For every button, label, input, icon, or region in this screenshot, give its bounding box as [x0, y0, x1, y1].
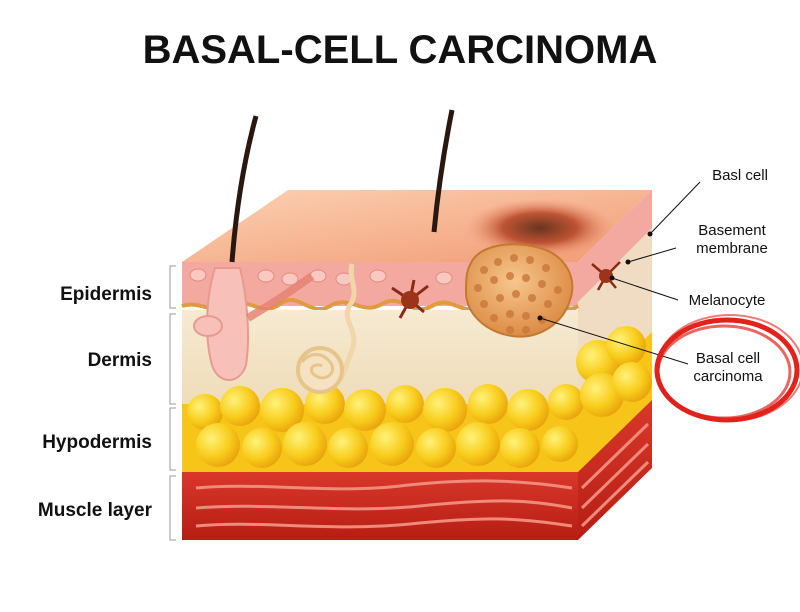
sweat-gland-coil: [296, 346, 344, 394]
label-epidermis: Epidermis: [60, 284, 152, 305]
melanocyte-cell-right: [591, 261, 621, 291]
callout-basal-cell: Basl cell: [700, 167, 780, 185]
callout-melanocyte-text: Melanocyte: [688, 292, 766, 309]
diagram-title: BASAL-CELL CARCINOMA: [142, 28, 658, 72]
highlight-circle: [654, 314, 800, 423]
label-dermis: Dermis: [87, 350, 152, 371]
leader-basal-cell: [649, 181, 701, 235]
layer-brackets: [169, 265, 176, 541]
callout-bcc-line2: carcinoma: [693, 368, 763, 385]
callout-dots: [537, 231, 653, 321]
arrector-pili-muscle: [245, 272, 315, 322]
right-face-epidermis: [578, 190, 652, 302]
leader-melanocyte: [611, 277, 679, 301]
callout-basal-cell-carcinoma: Basal cell carcinoma: [682, 350, 774, 386]
callout-basement-membrane-line1: Basement: [698, 222, 766, 239]
label-hypodermis: Hypodermis: [42, 432, 152, 453]
right-face-muscle-fibers: [580, 422, 650, 528]
leader-basement-membrane: [627, 247, 677, 263]
fat-globules: [187, 326, 652, 468]
sebaceous-gland: [193, 315, 223, 337]
muscle-fibers: [195, 479, 573, 529]
callout-basement-membrane: Basement membrane: [684, 222, 780, 258]
melanocyte-cell: [391, 279, 429, 319]
lesion-discoloration: [465, 198, 615, 258]
label-muscle-layer: Muscle layer: [37, 500, 152, 521]
callout-basal-cell-text: Basl cell: [712, 167, 768, 184]
callout-bcc-line1: Basal cell: [695, 350, 761, 367]
right-face-muscle: [578, 400, 652, 540]
hair-right: [431, 109, 455, 233]
callout-melanocyte: Melanocyte: [678, 292, 776, 310]
sweat-gland-duct: [337, 263, 357, 382]
hair-left: [229, 115, 259, 263]
callout-basement-membrane-line2: membrane: [696, 240, 768, 257]
